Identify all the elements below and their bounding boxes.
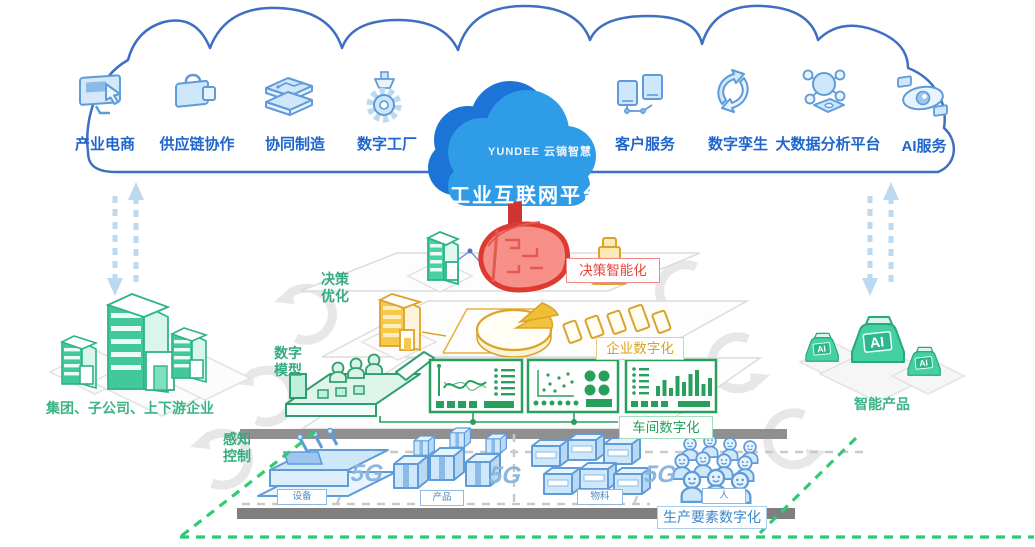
- service-label-collaborative-manufacturing: 协同制造: [264, 136, 326, 153]
- ai-box-label: AI: [817, 344, 827, 355]
- dashboard-scatter-monitor: [526, 358, 620, 414]
- green-dashed-boundary: [179, 430, 1034, 539]
- industry-ecommerce-icon: [79, 74, 121, 115]
- tag-workshop-digitalization: 车间数字化: [619, 416, 713, 439]
- digital-twin-icon: [717, 69, 749, 113]
- enterprise-connector: [421, 331, 447, 337]
- network-5g-label: 5G: [642, 461, 678, 488]
- service-label-big-data-analytics: 大数据分析平台: [775, 136, 881, 153]
- service-label-digital-factory: 数字工厂: [356, 136, 418, 153]
- service-label-supply-chain: 供应链协作: [159, 136, 235, 153]
- production-line-icon: [285, 351, 435, 417]
- tag-production-factor-digitalization: 生产要素数字化: [657, 506, 767, 529]
- workshop-connectors: [379, 412, 618, 425]
- item-label-product: 产品: [420, 490, 464, 506]
- big-data-analytics-icon: [802, 69, 846, 113]
- service-label-industry-ecommerce: 产业电商: [74, 136, 136, 153]
- ai-service-icon: [897, 75, 948, 117]
- material-crates-icon: [531, 433, 651, 495]
- platform-brand: YUNDEE 云镝智慧: [488, 146, 592, 158]
- service-label-ai-service: AI服务: [901, 138, 947, 155]
- platform-cloud: [428, 81, 596, 226]
- customer-service-icon: [617, 74, 663, 114]
- network-5g-label: 5G: [349, 460, 385, 487]
- tag-decision-intelligence: 决策智能化: [566, 258, 660, 283]
- cloud-stem: [508, 202, 522, 226]
- ai-brain-machine-icon: [478, 221, 570, 293]
- layer-label-perception: 感知 控制: [223, 431, 251, 464]
- right-updown-arrows: [862, 182, 899, 296]
- lower-platform-bar: [237, 508, 795, 519]
- decision-building-icon: [406, 231, 474, 293]
- ai-box-label: AI: [869, 333, 885, 350]
- dashboard-bar-chart-monitor: [624, 358, 718, 414]
- collaborative-manufacturing-icon: [265, 77, 313, 116]
- left-updown-arrows: [107, 182, 144, 296]
- mobile-devices-icons: [562, 303, 672, 344]
- pie-chart-icon: [475, 302, 560, 358]
- enterprise-group-buildings-icon: [48, 293, 252, 417]
- item-label-material: 物料: [577, 489, 623, 505]
- item-label-people: 人: [702, 488, 746, 504]
- enterprise-building-icon: [360, 293, 438, 361]
- supply-chain-icon: [175, 73, 216, 108]
- tag-enterprise-digitalization: 企业数字化: [596, 337, 684, 360]
- left-group-label: 集团、子公司、上下游企业: [46, 400, 214, 416]
- ai-box-label: AI: [919, 358, 929, 369]
- layer-label-model: 数字 模型: [274, 345, 302, 378]
- service-label-digital-twin: 数字孪生: [707, 136, 769, 153]
- network-5g-label: 5G: [487, 462, 523, 489]
- dashboard-line-chart-monitor: [428, 358, 524, 414]
- item-label-equipment: 设备: [277, 489, 327, 505]
- right-group-label: 智能产品: [854, 396, 910, 412]
- platform-title: 工业互联网平台: [450, 185, 604, 207]
- smart-products-icon: AI AI AI: [798, 316, 966, 403]
- service-label-customer-service: 客户服务: [614, 136, 676, 153]
- layer-label-decision: 决策 优化: [321, 271, 349, 304]
- digital-factory-icon: [366, 71, 402, 123]
